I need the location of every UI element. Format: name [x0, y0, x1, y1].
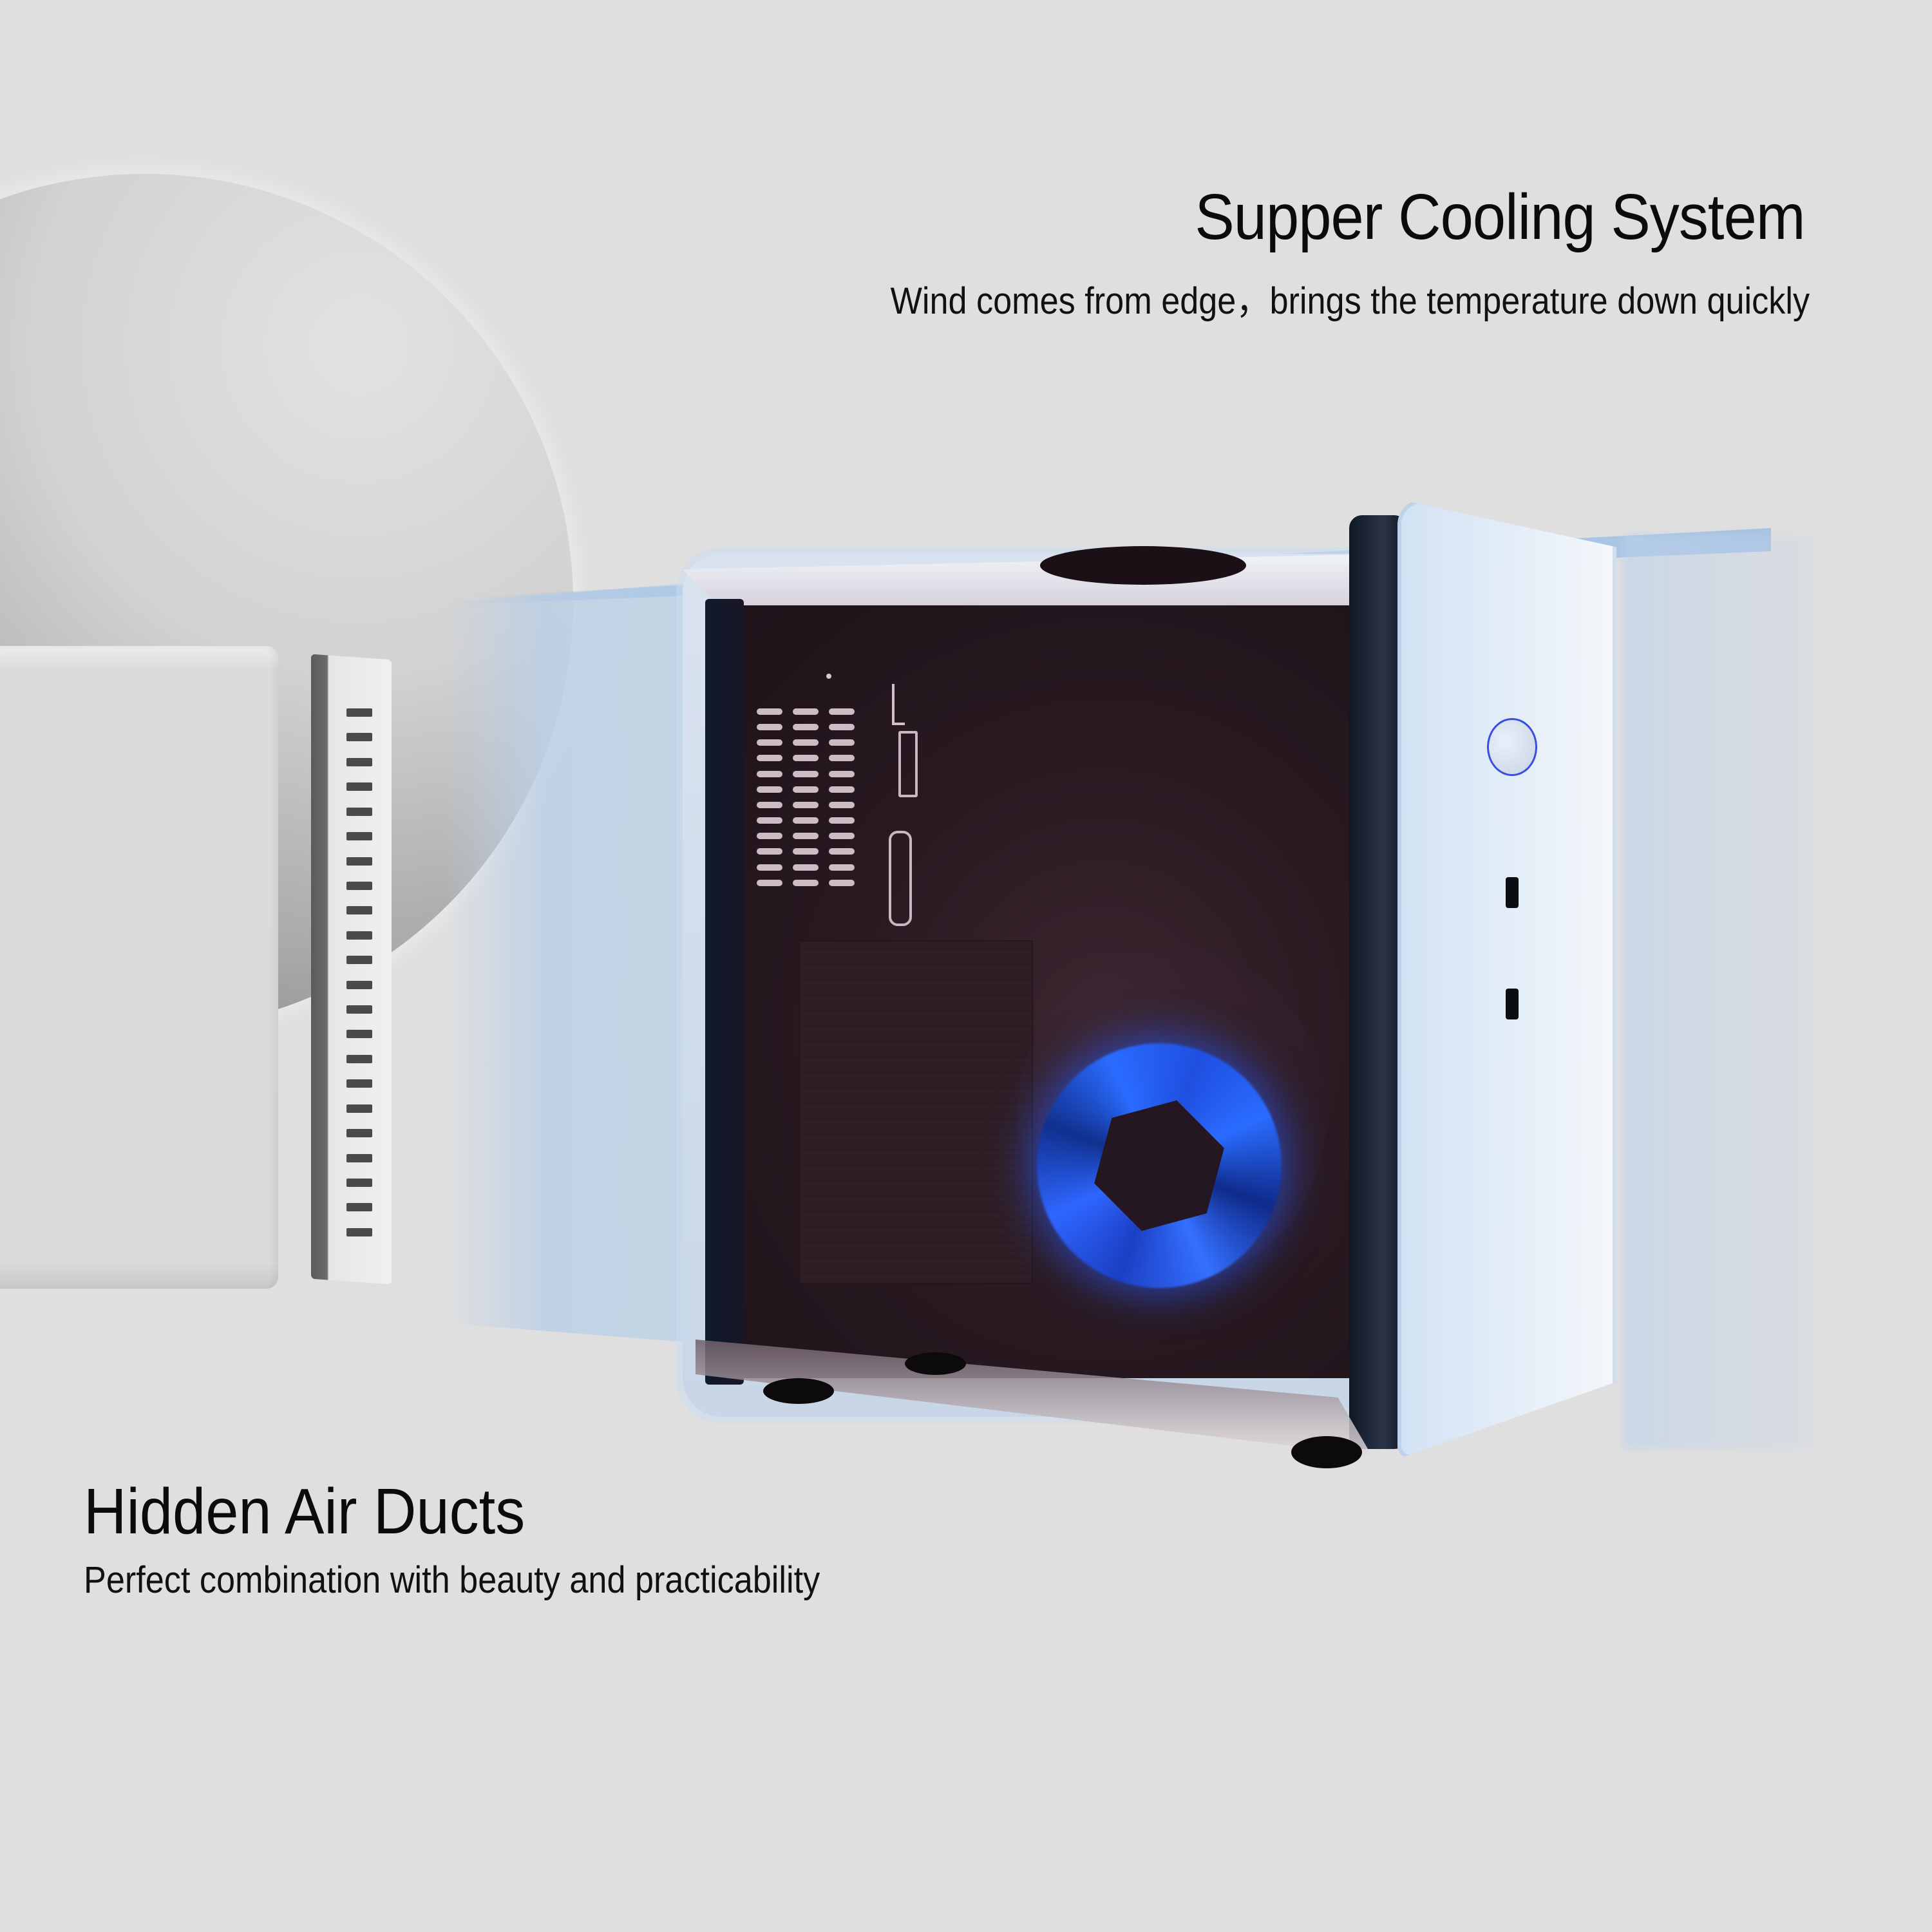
top-fan-disc: [1040, 546, 1246, 585]
status-led-icon: [826, 674, 831, 679]
vent-slot: [346, 1203, 372, 1212]
vent-slot: [346, 832, 372, 841]
grille-slot: [829, 833, 855, 840]
rubber-foot: [763, 1378, 834, 1404]
vent-slot: [346, 807, 372, 816]
grille-slot: [793, 833, 819, 840]
usb-c-port-1: [1506, 877, 1519, 908]
headline-cooling-title: Supper Cooling System: [1195, 181, 1806, 253]
vent-slot: [346, 980, 372, 989]
grille-slot: [793, 864, 819, 871]
grille-slot: [829, 848, 855, 855]
grille-slot: [793, 801, 819, 808]
grille-slot: [829, 864, 855, 871]
grille-slot: [793, 817, 819, 824]
grille-slot: [757, 879, 782, 886]
vent-slot: [346, 757, 372, 766]
grille-slot: [793, 879, 819, 886]
vent-slot: [346, 1054, 372, 1063]
grille-slot: [793, 770, 819, 777]
vent-slot: [346, 931, 372, 940]
grille-slot: [757, 786, 782, 793]
vent-slot: [346, 733, 372, 742]
grille-slot: [757, 801, 782, 808]
grille-slot: [757, 848, 782, 855]
grille-slot: [829, 739, 855, 746]
vent-slot: [346, 1079, 372, 1088]
airflow-right-glow: [1623, 535, 1816, 1449]
vent-slot: [346, 1129, 372, 1138]
grille-slot: [793, 755, 819, 762]
grille-slot: [829, 879, 855, 886]
vent-slot: [346, 1179, 372, 1188]
grille-slot: [829, 770, 855, 777]
grille-slot: [757, 755, 782, 762]
power-supply-block: [799, 940, 1033, 1284]
vent-slot: [346, 708, 372, 717]
rubber-foot: [1291, 1436, 1362, 1468]
side-vent-slots: [346, 708, 372, 1236]
grille-slot: [793, 739, 819, 746]
vent-slot: [346, 906, 372, 915]
case-side-panel-image: [0, 646, 278, 1289]
grille-slot: [829, 708, 855, 715]
power-button[interactable]: [1487, 718, 1537, 776]
grille-slot: [757, 739, 782, 746]
grille-slot: [757, 708, 782, 715]
headline-ducts-subtitle: Perfect combination with beauty and prac…: [84, 1559, 820, 1601]
grille-slot: [793, 848, 819, 855]
grille-slot: [757, 864, 782, 871]
grille-slot: [829, 755, 855, 762]
grille-slot: [793, 786, 819, 793]
vent-slot: [346, 1005, 372, 1014]
grille-slot: [757, 817, 782, 824]
grille-slot: [757, 833, 782, 840]
pc-case-left-frame: [705, 599, 744, 1385]
grille-slot: [793, 724, 819, 731]
vent-slot: [346, 1227, 372, 1236]
vent-slot: [346, 1030, 372, 1039]
vent-slot: [346, 1153, 372, 1162]
vent-slot: [346, 881, 372, 890]
rear-io-vent-grille: [757, 708, 855, 889]
rear-port-dp-icon: [898, 731, 918, 797]
headline-ducts-title: Hidden Air Ducts: [84, 1475, 526, 1548]
grille-slot: [793, 708, 819, 715]
grille-slot: [829, 786, 855, 793]
vent-slot: [346, 956, 372, 965]
rear-port-bracket-icon: [892, 684, 905, 725]
vent-slot: [346, 782, 372, 791]
vent-slot: [346, 857, 372, 866]
front-panel: [1397, 499, 1616, 1459]
grille-slot: [757, 770, 782, 777]
grille-slot: [829, 817, 855, 824]
usb-c-port-2: [1506, 989, 1519, 1019]
headline-cooling-subtitle: Wind comes from edge，brings the temperat…: [890, 280, 1810, 322]
grille-slot: [757, 724, 782, 731]
rubber-foot: [905, 1352, 966, 1375]
grille-slot: [829, 724, 855, 731]
grille-slot: [829, 801, 855, 808]
vent-slot: [346, 1104, 372, 1113]
rear-port-dc-icon: [889, 831, 912, 926]
